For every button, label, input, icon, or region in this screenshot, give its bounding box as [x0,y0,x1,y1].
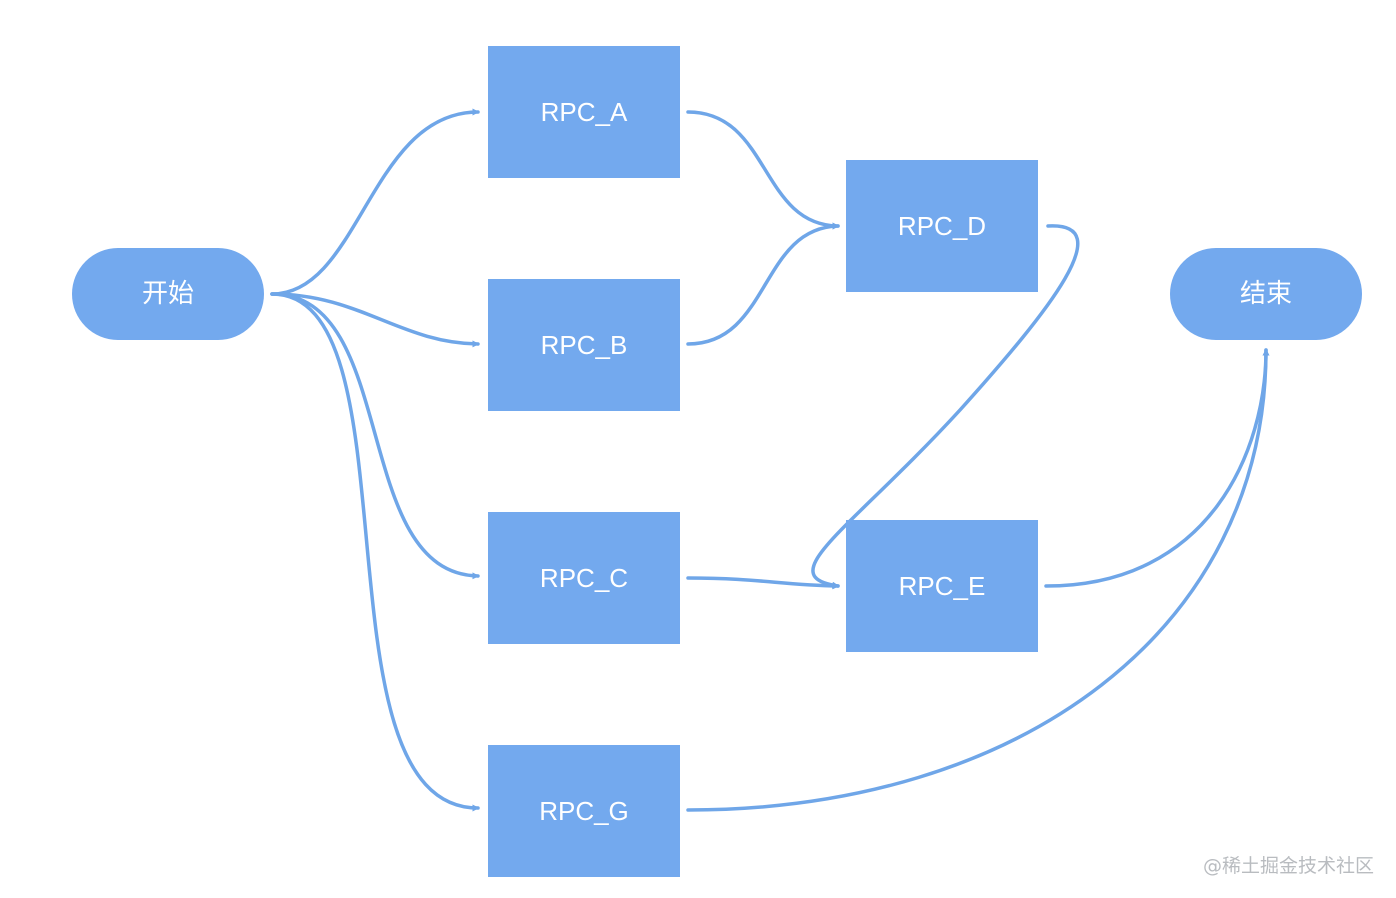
node-rpc-c-shape [488,512,680,644]
node-rpc-g: RPC_G [488,745,680,877]
edge-rpc-c-to-rpc-e [686,576,840,590]
edge-start-to-rpc-a [270,108,480,296]
node-rpc-c: RPC_C [488,512,680,644]
edge-rpc-g-to-end [686,348,1270,812]
node-rpc-a-shape [488,46,680,178]
node-rpc-d-shape [846,160,1038,292]
node-rpc-e-shape [846,520,1038,652]
node-end-shape [1170,248,1362,340]
edge-start-to-rpc-g [270,292,480,812]
node-end: 结束 [1170,248,1362,340]
node-rpc-d-label: RPC_D [898,211,986,241]
node-rpc-e: RPC_E [846,520,1038,652]
watermark: @稀土掘金技术社区 [1202,855,1374,877]
node-start-label: 开始 [142,279,194,309]
edge-rpc-e-to-end [1044,348,1270,588]
node-rpc-b-shape [488,279,680,411]
edge-rpc-b-to-rpc-d [686,222,840,346]
node-start: 开始 [72,248,264,340]
node-rpc-c-label: RPC_C [540,563,628,593]
edges [270,108,1270,812]
edge-start-to-rpc-c [270,292,480,580]
node-start-shape [72,248,264,340]
node-rpc-a: RPC_A [488,46,680,178]
node-rpc-b-label: RPC_B [541,330,628,360]
node-rpc-e-label: RPC_E [899,571,986,601]
node-end-label: 结束 [1240,279,1292,309]
edge-start-to-rpc-b [270,292,480,348]
edge-rpc-d-to-rpc-e [811,224,1080,589]
node-rpc-b: RPC_B [488,279,680,411]
node-rpc-a-label: RPC_A [541,97,628,127]
node-rpc-g-shape [488,745,680,877]
edge-rpc-a-to-rpc-d [686,110,840,230]
node-rpc-g-label: RPC_G [539,796,629,826]
node-rpc-d: RPC_D [846,160,1038,292]
